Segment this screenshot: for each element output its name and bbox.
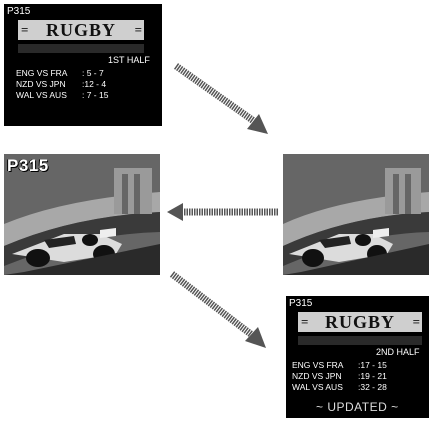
result-row: ENG VS FRA :17 - 15 (292, 360, 387, 371)
page-badge: P315 (7, 156, 49, 176)
match: WAL VS AUS (292, 382, 358, 393)
page-number: P315 (289, 298, 312, 309)
score: :17 - 15 (358, 360, 387, 371)
arrow-top-to-right (176, 66, 268, 134)
banner-dash-left: = (301, 314, 307, 330)
result-row: NZD VS JPN :12 - 4 (16, 79, 108, 90)
rugby-banner: = RUGBY = (298, 312, 422, 332)
score: :19 - 21 (358, 371, 387, 382)
match: ENG VS FRA (16, 68, 82, 79)
racing-car-scene (283, 154, 429, 275)
graphic-band (298, 336, 422, 345)
score: :12 - 4 (82, 79, 106, 90)
match: WAL VS AUS (16, 90, 82, 101)
result-row: NZD VS JPN :19 - 21 (292, 371, 387, 382)
results-list: ENG VS FRA : 5 - 7 NZD VS JPN :12 - 4 WA… (16, 68, 108, 101)
page-number: P315 (7, 6, 30, 17)
banner-dash-right: = (135, 22, 141, 38)
match: NZD VS JPN (16, 79, 82, 90)
result-row: ENG VS FRA : 5 - 7 (16, 68, 108, 79)
teletext-screen-second-half: P315 = RUGBY = 2ND HALF ENG VS FRA :17 -… (286, 296, 429, 418)
result-row: WAL VS AUS :32 - 28 (292, 382, 387, 393)
score: : 7 - 15 (82, 90, 108, 101)
graphic-band (18, 44, 144, 53)
match: NZD VS JPN (292, 371, 358, 382)
rugby-banner: = RUGBY = (18, 20, 144, 40)
tv-screen (283, 154, 429, 275)
result-row: WAL VS AUS : 7 - 15 (16, 90, 108, 101)
updated-status: ~ UPDATED ~ (316, 400, 399, 414)
results-list: ENG VS FRA :17 - 15 NZD VS JPN :19 - 21 … (292, 360, 387, 393)
score: :32 - 28 (358, 382, 387, 393)
banner-title: RUGBY (46, 20, 116, 41)
banner-dash-left: = (21, 22, 27, 38)
score: : 5 - 7 (82, 68, 104, 79)
half-label: 1ST HALF (108, 55, 150, 65)
banner-dash-right: = (413, 314, 419, 330)
arrow-right-to-left (167, 203, 278, 221)
banner-title: RUGBY (325, 312, 395, 333)
half-label: 2ND HALF (376, 347, 420, 357)
tv-screen-with-page-badge: P315 (4, 154, 160, 275)
arrow-left-to-bottom (172, 274, 266, 348)
teletext-screen-first-half: P315 = RUGBY = 1ST HALF ENG VS FRA : 5 -… (4, 4, 162, 126)
match: ENG VS FRA (292, 360, 358, 371)
